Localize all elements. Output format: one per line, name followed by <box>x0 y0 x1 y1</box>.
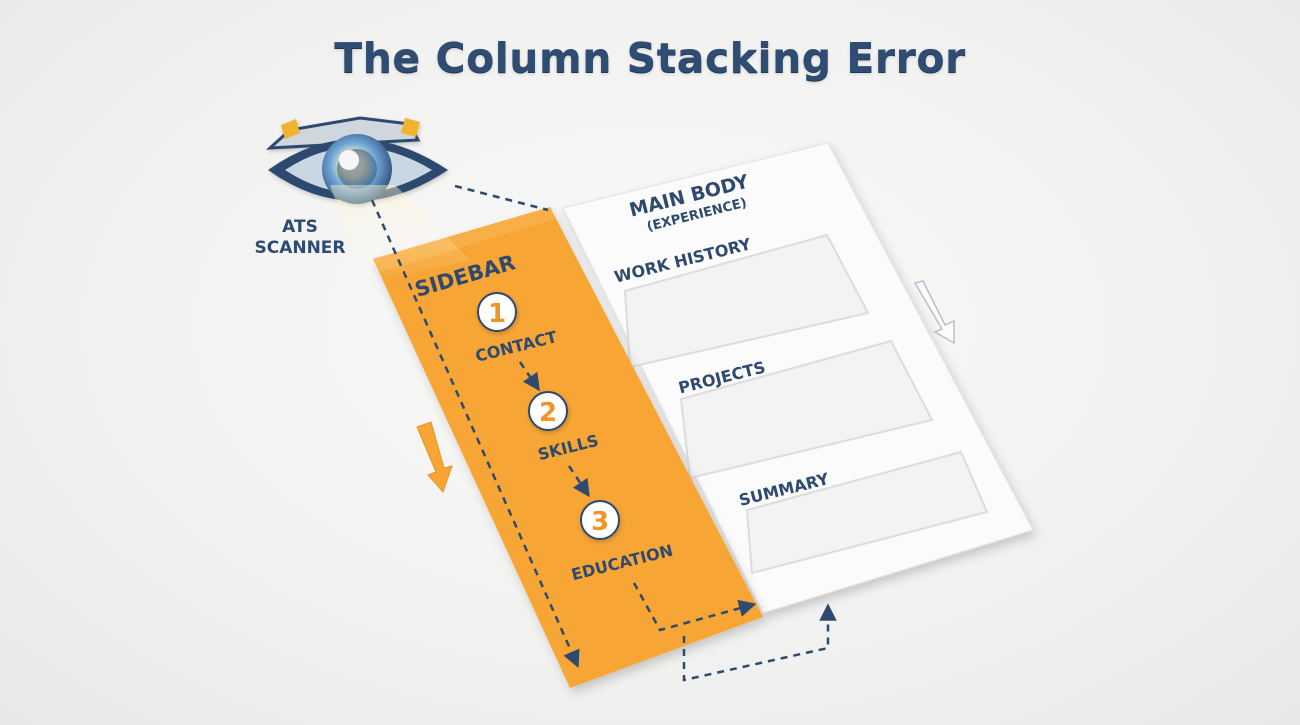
step-number-badge <box>580 500 620 540</box>
step-arrow-2-3 <box>567 465 590 498</box>
step-number: 1 <box>488 299 506 329</box>
projects-box <box>679 339 934 480</box>
scanner-label-line1: ATS <box>282 217 318 237</box>
step-arrow-1-2 <box>518 361 540 392</box>
down-arrow-icon <box>913 280 955 345</box>
scan-path <box>370 184 837 682</box>
step-number-badge <box>528 391 568 431</box>
scan-beam <box>330 185 470 285</box>
main-body-sections <box>623 233 989 575</box>
summary-box <box>745 450 989 575</box>
step-number-badge <box>477 292 517 332</box>
scanner-label-line2: SCANNER <box>254 238 345 258</box>
step-number: 3 <box>591 507 609 537</box>
scan-path-to-main <box>454 184 549 212</box>
page-title: The Column Stacking Error <box>334 34 966 82</box>
work-history-box <box>623 233 870 369</box>
return-arrow <box>682 603 837 682</box>
down-arrow-icon <box>416 421 453 493</box>
scan-path-down-sidebar <box>370 199 580 669</box>
step-arrow-to-main <box>632 582 757 632</box>
step-number: 2 <box>539 398 557 428</box>
